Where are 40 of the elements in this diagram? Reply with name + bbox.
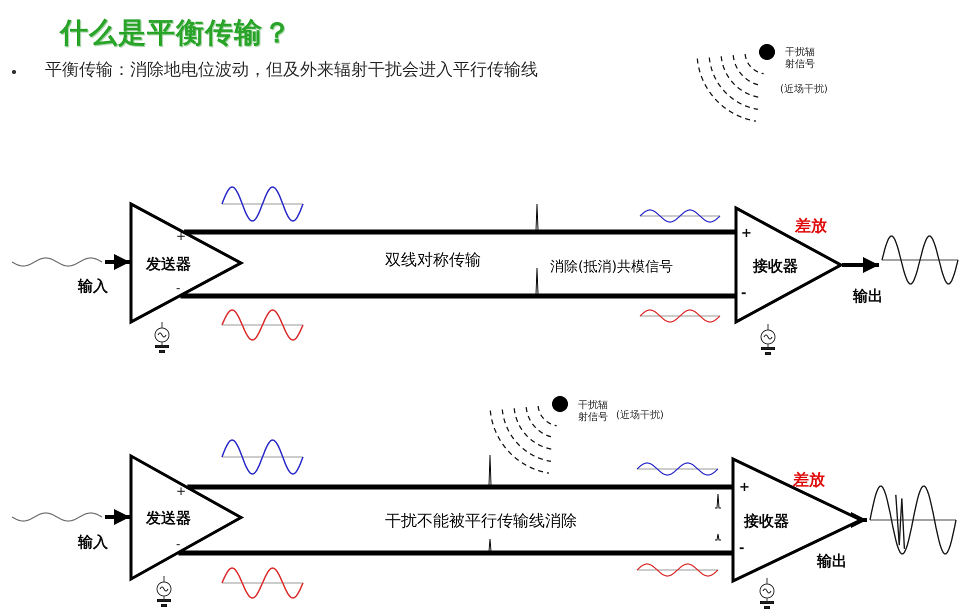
amplifier-label: 发送器 (146, 255, 191, 274)
polarity-sign: - (176, 537, 180, 551)
transmission-line (184, 230, 735, 234)
polarity-sign: + (739, 480, 750, 495)
distorted-output-wave (870, 484, 956, 556)
amplifier-label: 发送器 (146, 509, 191, 528)
input-label: 输入 (78, 533, 108, 552)
polarity-sign: - (739, 541, 744, 556)
amplifier-triangle (130, 455, 242, 580)
polarity-sign: + (176, 229, 186, 243)
amplifier-label: 接收器 (744, 512, 789, 531)
arrow (851, 512, 867, 528)
interference-note: (近场干扰) (780, 82, 828, 96)
polarity-sign: - (741, 286, 746, 301)
output-wave (882, 234, 958, 286)
interference-label: 干扰辐射信号 (785, 47, 816, 71)
arrow (842, 257, 879, 273)
differential-amp-label: 差放 (793, 470, 825, 491)
output-label: 输出 (853, 287, 883, 306)
transmission-line (180, 294, 735, 298)
interference-note: (近场干扰) (616, 408, 664, 422)
arrow (105, 254, 130, 270)
transmission-line (178, 550, 732, 556)
arrow (105, 509, 130, 525)
line-label: 干扰不能被平行传输线消除 (385, 511, 577, 532)
line-label: 双线对称传输 (385, 250, 481, 271)
polarity-sign: + (176, 484, 186, 498)
line-label: 消除(抵消)共模信号 (550, 258, 673, 276)
output-label: 输出 (817, 552, 847, 571)
differential-amp-label: 差放 (795, 216, 827, 237)
polarity-sign: + (741, 226, 752, 241)
title: 什么是平衡传输？ (60, 15, 292, 51)
input-label: 输入 (78, 277, 108, 296)
amplifier-triangle (130, 203, 242, 323)
transmission-line (187, 484, 732, 490)
description-text: 平衡传输：消除地电位波动，但及外来辐射干扰会进入平行传输线 (45, 59, 538, 81)
polarity-sign: - (176, 281, 180, 295)
amplifier-triangle (735, 207, 842, 323)
interference-label: 干扰辐射信号 (578, 400, 609, 424)
amplifier-label: 接收器 (753, 257, 798, 276)
